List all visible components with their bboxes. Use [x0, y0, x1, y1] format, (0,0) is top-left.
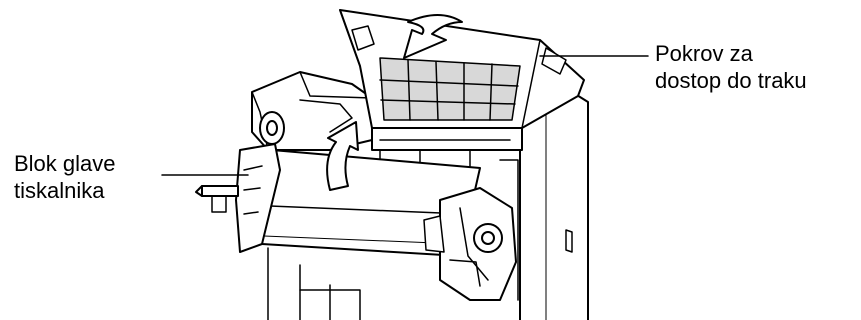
print-head-block-label-line1: Blok glave [14, 150, 116, 177]
ribbon-cover-label-line2: dostop do traku [655, 67, 807, 94]
ribbon-cover-label-line1: Pokrov za [655, 40, 807, 67]
print-head-block-label-line2: tiskalnika [14, 177, 116, 204]
print-head-block [196, 144, 516, 300]
print-head-block-label: Blok glave tiskalnika [14, 150, 116, 204]
ribbon-cover-label: Pokrov za dostop do traku [655, 40, 807, 94]
ribbon-access-cover [340, 10, 584, 128]
